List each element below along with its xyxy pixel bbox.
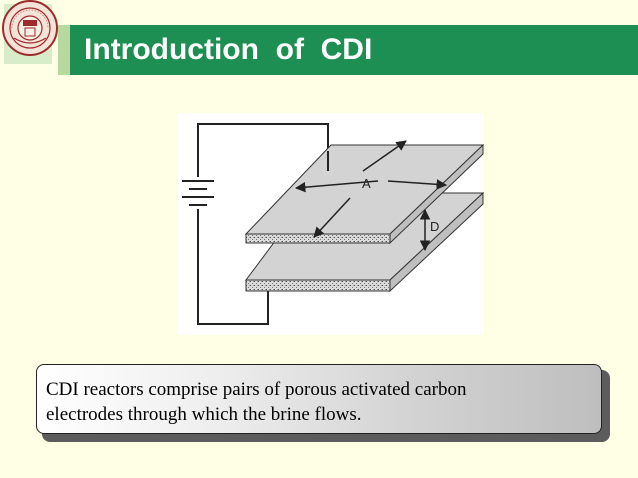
electrode-plate-icon (244, 143, 485, 245)
callout-line-2: electrodes through which the brine flows… (46, 404, 362, 425)
callout-line-1: CDI reactors comprise pairs of porous ac… (46, 379, 467, 400)
title-bar-accent (58, 25, 70, 75)
title-bar (70, 25, 638, 75)
university-seal-icon (2, 0, 58, 56)
capacitor-plates-diagram: A D (182, 123, 485, 325)
area-dimension-arrows (294, 140, 448, 238)
page-title: Introduction of CDI (84, 33, 373, 66)
wire-icon (197, 123, 329, 325)
area-label: A (362, 176, 371, 191)
battery-icon (182, 180, 214, 206)
callout-box: CDI reactors comprise pairs of porous ac… (36, 364, 602, 434)
cdi-diagram: A D (178, 113, 485, 335)
distance-label: D (430, 219, 439, 234)
